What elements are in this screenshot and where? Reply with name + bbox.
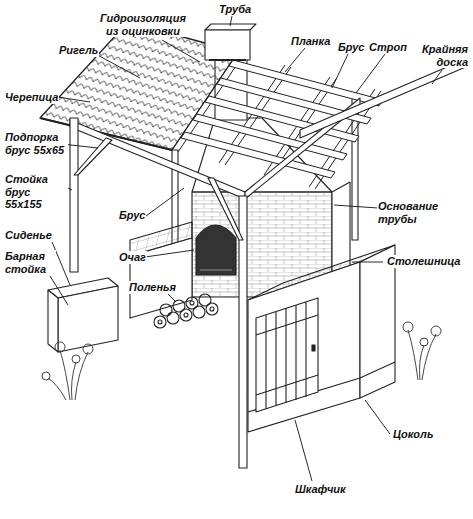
posts-front-part — [74, 138, 112, 175]
plants-part — [403, 322, 413, 332]
bar-counter-part — [58, 286, 118, 352]
beams — [70, 58, 468, 199]
plants-part — [72, 355, 80, 363]
plants-part — [431, 326, 441, 336]
part-label: Подпорка брус 55х65 — [4, 131, 68, 156]
plants-part — [42, 372, 50, 380]
logs — [154, 294, 218, 328]
chimney-top-part — [205, 30, 250, 60]
right-counter-part — [248, 262, 360, 432]
leader-lines-part — [334, 205, 378, 208]
plants-part — [408, 330, 436, 380]
part-label: Цоколь — [392, 428, 434, 441]
logs-part — [160, 304, 172, 316]
leader-lines-part — [356, 54, 385, 93]
part-label: Основание трубы — [377, 200, 469, 225]
logs-part — [199, 294, 211, 306]
part-label: Столешница — [386, 255, 461, 268]
part-label: Планка — [290, 35, 331, 48]
part-label: Черепица — [4, 91, 59, 104]
leader-lines-part — [58, 97, 90, 102]
logs-part — [186, 297, 198, 309]
posts-front-part — [208, 178, 243, 240]
planks — [181, 60, 383, 178]
oven-part — [196, 225, 236, 275]
leader-lines-part — [145, 250, 194, 257]
logs-part — [158, 320, 162, 324]
oven-part — [200, 269, 232, 270]
part-label: Брус — [337, 41, 365, 54]
leader-lines-part — [50, 276, 68, 305]
left-counter — [130, 222, 192, 318]
leader-lines-part — [146, 188, 184, 216]
left-counter-part — [130, 238, 192, 318]
part-label: Очаг — [118, 251, 147, 264]
right-counter-part — [256, 298, 318, 412]
part-label: Гидроизоляция из оцинковки — [92, 12, 194, 37]
part-label: Стойка брус 55х155 — [4, 173, 68, 211]
posts-front-part — [70, 118, 78, 272]
chimney-top — [205, 24, 256, 60]
logs-part — [190, 301, 194, 305]
part-label: Поленья — [128, 281, 177, 294]
part-label: Барная стойка — [4, 250, 56, 275]
leader-lines — [50, 16, 442, 481]
part-label: Шкафчик — [294, 483, 347, 496]
chimney-top-part — [209, 59, 246, 61]
logs-part — [173, 300, 185, 312]
logs-part — [210, 307, 214, 311]
leader-lines-part — [162, 40, 200, 62]
logs-part — [167, 312, 179, 324]
leader-lines-part — [285, 48, 305, 72]
leader-lines-part — [332, 54, 348, 88]
leader-lines-part — [230, 16, 232, 26]
plants — [42, 322, 441, 400]
part-label: Крайняя доска — [407, 43, 469, 68]
plants-part — [48, 350, 88, 400]
bar-counter-part — [48, 290, 58, 352]
right-counter-part — [266, 302, 306, 409]
plants-part — [83, 344, 93, 354]
beams-part — [300, 58, 468, 138]
part-label: Брус — [118, 209, 146, 222]
right-counter-part — [312, 345, 315, 351]
leader-lines-part — [295, 420, 312, 481]
plants-part — [420, 338, 428, 346]
leader-lines-part — [365, 400, 390, 434]
part-label: Сиденье — [4, 229, 53, 242]
leader-lines-part — [432, 70, 442, 84]
logs-part — [184, 313, 188, 317]
plants-part — [55, 342, 65, 352]
part-label: Труба — [218, 3, 252, 16]
posts-front — [70, 118, 247, 468]
part-label: Ригель — [58, 44, 99, 57]
leader-lines-part — [352, 262, 383, 263]
right-counter — [248, 245, 395, 432]
right-counter-part — [256, 315, 318, 395]
logs-part — [154, 316, 166, 328]
